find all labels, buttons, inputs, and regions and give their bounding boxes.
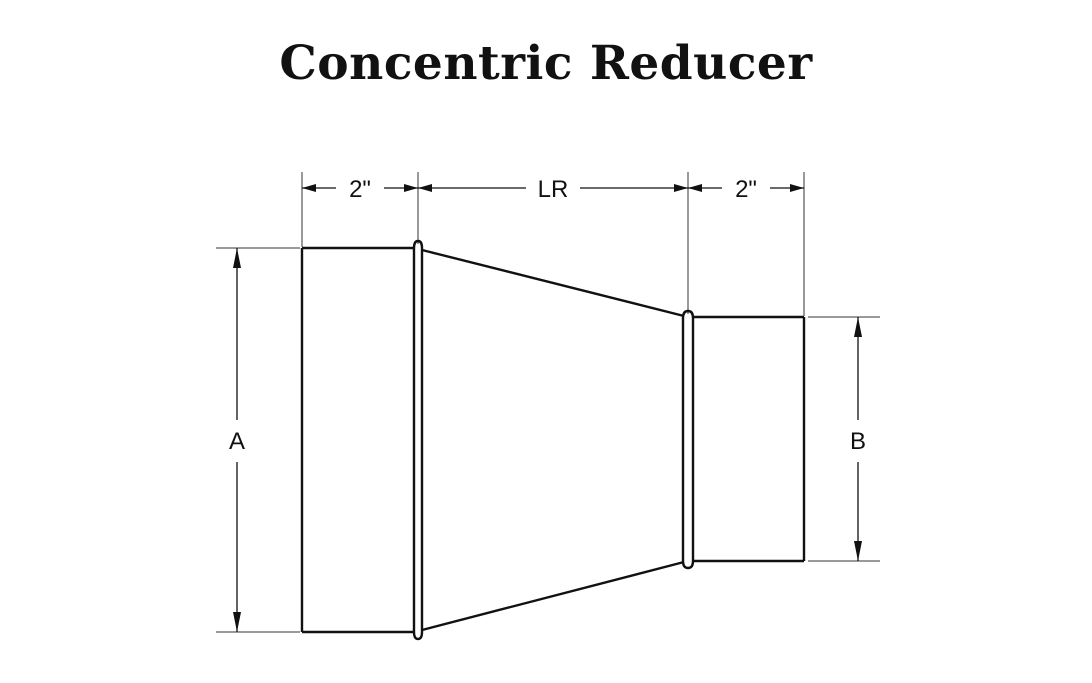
left-bead (412, 239, 424, 641)
arrowhead (404, 184, 418, 192)
arrowhead (854, 541, 862, 561)
arrowhead (233, 248, 241, 268)
dimension-label-reducer-length: LR (538, 176, 569, 203)
dimension-label-small-diameter: B (850, 428, 866, 455)
dimension-large-diameter: A (229, 248, 245, 632)
extension-lines (216, 172, 880, 633)
dimension-right-collar: 2" (688, 176, 804, 203)
dimension-small-diameter: B (850, 317, 866, 561)
arrowhead (854, 317, 862, 337)
small-collar (693, 315, 806, 563)
arrowhead (233, 612, 241, 632)
dimension-label-large-diameter: A (229, 428, 245, 455)
arrowhead (790, 184, 804, 192)
dimension-left-collar: 2" (302, 176, 418, 203)
dimension-label-left-collar: 2" (349, 176, 371, 203)
arrowhead (674, 184, 688, 192)
arrowhead (688, 184, 702, 192)
reducer-cone (421, 248, 685, 632)
large-collar (300, 246, 414, 634)
arrowhead (302, 184, 316, 192)
right-bead (681, 309, 695, 570)
dimension-label-right-collar: 2" (735, 176, 757, 203)
dimension-reducer-length: LR (418, 176, 688, 203)
diagram-title: Concentric Reducer (279, 36, 813, 91)
arrowhead (418, 184, 432, 192)
